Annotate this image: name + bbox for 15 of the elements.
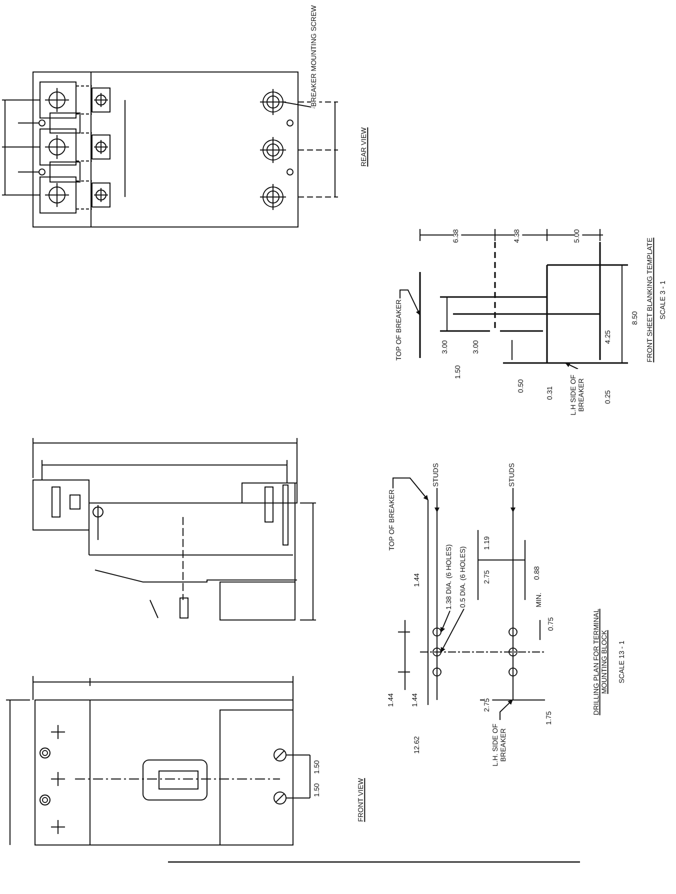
leader-line (440, 610, 450, 632)
leader-line (400, 290, 420, 316)
leader-line (392, 478, 428, 500)
leader-line (440, 608, 464, 652)
leader-line (500, 700, 513, 720)
stud-centerline (436, 512, 438, 700)
reference-line (419, 272, 421, 358)
mounting-hole (432, 628, 442, 636)
screw-head (262, 92, 284, 112)
reference-line (503, 362, 628, 364)
stud-centerline (512, 512, 514, 700)
leader-line (565, 362, 578, 370)
leader-line (434, 487, 440, 512)
mounting-hole (432, 648, 442, 656)
leader-line (510, 487, 516, 512)
